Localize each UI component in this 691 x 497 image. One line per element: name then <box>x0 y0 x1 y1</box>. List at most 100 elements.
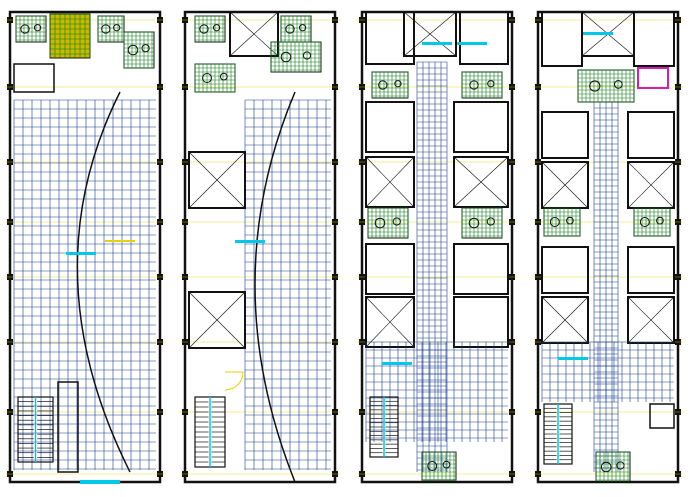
accent-line <box>382 362 412 365</box>
accent-line <box>457 42 487 45</box>
open-bay <box>188 291 246 349</box>
stair-icon <box>194 396 226 468</box>
room-right <box>453 101 509 153</box>
sink-icon <box>442 460 451 469</box>
door-swing-icon <box>224 371 244 391</box>
sink-icon <box>212 24 221 32</box>
bathroom-fixtures <box>421 451 457 481</box>
sink-icon <box>141 44 150 53</box>
accent-line <box>422 42 452 45</box>
room-right <box>627 246 675 294</box>
bathroom-tile-grid <box>421 451 456 481</box>
accent-line <box>583 32 613 35</box>
room-left <box>541 111 589 159</box>
sink-icon <box>656 216 664 225</box>
wall-segment <box>57 381 79 473</box>
floor-tile-grid <box>13 99 156 470</box>
bathroom-tile-grid <box>461 207 503 238</box>
bathroom-fixtures <box>97 15 125 43</box>
stair-icon <box>369 396 399 458</box>
toilet-icon <box>199 24 209 34</box>
bathroom-fixtures <box>15 15 47 43</box>
sink-icon <box>486 217 495 226</box>
stair-icon <box>543 403 573 465</box>
bathroom-tile-grid <box>123 31 154 69</box>
toilet-icon <box>549 217 560 227</box>
toilet-icon <box>600 461 612 473</box>
plan-panel-1 <box>4 10 166 484</box>
bathroom-tile-grid <box>367 207 409 238</box>
bathroom-fixtures <box>367 207 409 239</box>
room-left <box>365 296 415 348</box>
void-area <box>403 11 457 57</box>
curved-edge <box>254 91 296 483</box>
sink-icon <box>392 217 401 226</box>
toilet-icon <box>101 24 111 34</box>
bathroom-fixtures <box>194 15 226 43</box>
bathroom-fixtures <box>633 207 671 237</box>
toilet-icon <box>589 80 601 92</box>
sink-icon <box>616 461 625 470</box>
toilet-icon <box>427 461 438 471</box>
sink-icon <box>487 80 495 88</box>
patio-grid <box>49 13 91 58</box>
bedroom <box>365 11 415 65</box>
plan-panel-3 <box>356 10 518 484</box>
room-left <box>541 161 589 209</box>
sink-icon <box>298 24 307 32</box>
bathroom-fixtures <box>194 63 236 93</box>
service-room <box>13 63 55 93</box>
toilet-icon <box>127 44 139 56</box>
sink-icon <box>302 51 312 60</box>
toilet-icon <box>639 217 650 227</box>
corridor-grid <box>416 61 448 472</box>
bathroom-fixtures <box>543 207 581 237</box>
bedroom <box>459 11 509 65</box>
room-left <box>541 296 589 344</box>
room-right <box>627 161 675 209</box>
bathroom-tile-grid <box>461 71 503 98</box>
toilet-icon <box>374 217 386 229</box>
toilet-icon <box>202 73 212 83</box>
room-right <box>453 243 509 295</box>
bathroom-tile-grid <box>194 63 236 93</box>
bathroom-fixtures <box>280 15 312 43</box>
floor-tile-grid <box>541 341 674 402</box>
bathroom-tile-grid <box>633 207 671 237</box>
room-left <box>541 246 589 294</box>
plan-panel-4 <box>532 10 684 484</box>
void-area <box>229 11 279 57</box>
toilet-icon <box>20 24 30 34</box>
sink-icon <box>33 24 42 32</box>
sink-icon <box>219 72 228 81</box>
magenta-fixture <box>637 67 669 89</box>
bathroom-tile-grid <box>15 15 46 42</box>
bathroom-fixtures <box>270 41 322 73</box>
bathroom-tile-grid <box>371 71 409 98</box>
open-bay <box>188 151 246 209</box>
sink-icon <box>394 80 402 88</box>
bathroom-fixtures <box>461 207 503 239</box>
toilet-icon <box>469 80 479 90</box>
sink-icon <box>566 216 574 225</box>
stair-icon <box>17 396 54 463</box>
sink-icon <box>613 80 623 89</box>
room-right <box>453 296 509 348</box>
bathroom-fixtures <box>461 71 503 99</box>
top-patio <box>49 13 91 59</box>
room-right <box>453 156 509 208</box>
accent-line <box>235 240 265 243</box>
room-left <box>365 243 415 295</box>
curved-edge <box>76 91 131 473</box>
bathroom-fixtures <box>371 71 409 99</box>
floor-tile-grid <box>244 99 331 470</box>
accent-line <box>105 240 135 242</box>
bathroom-fixtures <box>595 451 631 483</box>
floor-tile-grid <box>365 341 508 442</box>
bedroom <box>633 11 675 67</box>
accent-line <box>558 357 588 360</box>
toilet-icon <box>280 51 292 63</box>
bathroom-tile-grid <box>270 41 321 72</box>
toilet-icon <box>378 80 388 90</box>
